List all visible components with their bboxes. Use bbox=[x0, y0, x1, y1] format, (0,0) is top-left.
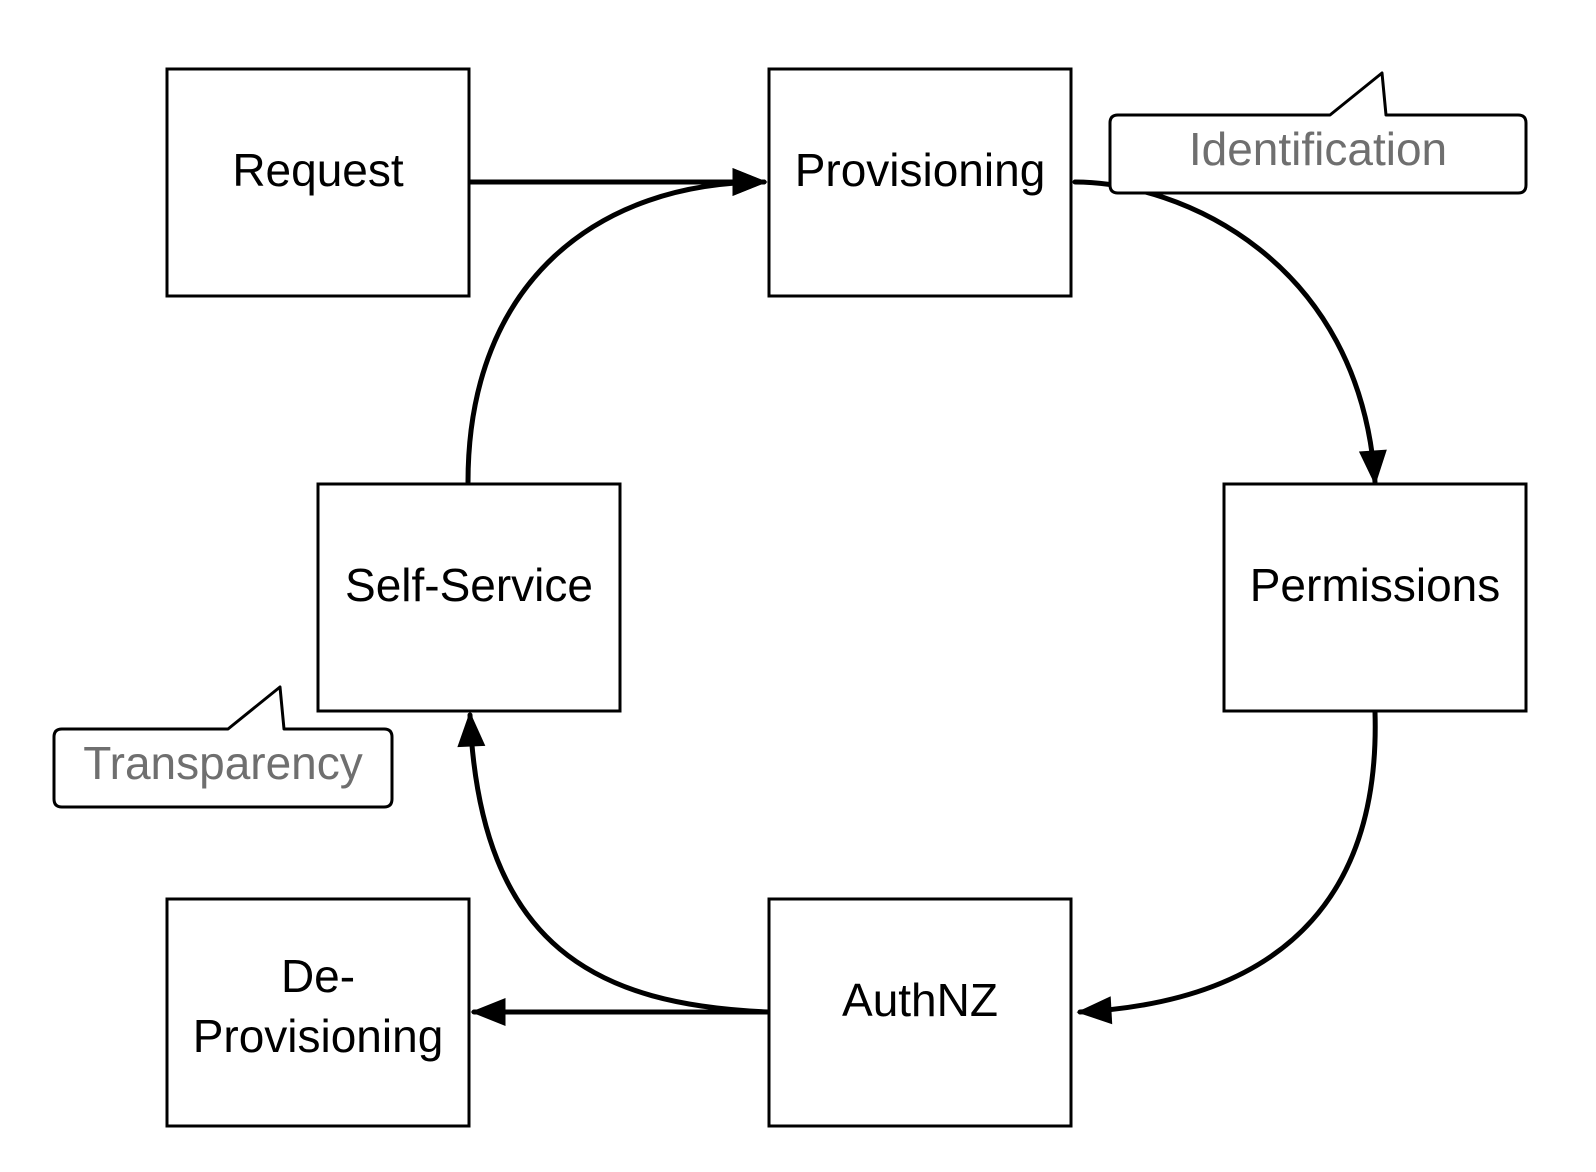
node-de-provisioning: De- Provisioning bbox=[165, 897, 471, 1128]
callout-identification-shape bbox=[1108, 71, 1528, 195]
node-de-provisioning-label-line2: Provisioning bbox=[193, 1010, 444, 1062]
edge-self-service-to-provisioning bbox=[465, 168, 768, 485]
callout-transparency: Transparency bbox=[52, 685, 394, 809]
node-request: Request bbox=[165, 67, 471, 298]
callout-transparency-shape bbox=[52, 685, 394, 809]
callout-identification-label: Identification bbox=[1189, 123, 1447, 175]
node-self-service-label: Self-Service bbox=[345, 559, 593, 611]
edge-provisioning-to-permissions bbox=[1072, 179, 1387, 486]
node-permissions: Permissions bbox=[1222, 482, 1528, 713]
edge-authnz-to-self-service bbox=[457, 711, 771, 1015]
callout-transparency-label: Transparency bbox=[83, 737, 363, 789]
node-authnz: AuthNZ bbox=[767, 897, 1073, 1128]
node-request-label: Request bbox=[232, 144, 404, 196]
node-self-service: Self-Service bbox=[316, 482, 622, 713]
node-de-provisioning-label-line1: De- bbox=[281, 950, 355, 1002]
callout-identification: Identification bbox=[1108, 71, 1528, 195]
node-provisioning-label: Provisioning bbox=[795, 144, 1046, 196]
node-provisioning: Provisioning bbox=[767, 67, 1073, 298]
node-permissions-label: Permissions bbox=[1250, 559, 1501, 611]
node-authnz-label: AuthNZ bbox=[842, 974, 998, 1026]
edge-permissions-to-authnz bbox=[1076, 709, 1378, 1025]
